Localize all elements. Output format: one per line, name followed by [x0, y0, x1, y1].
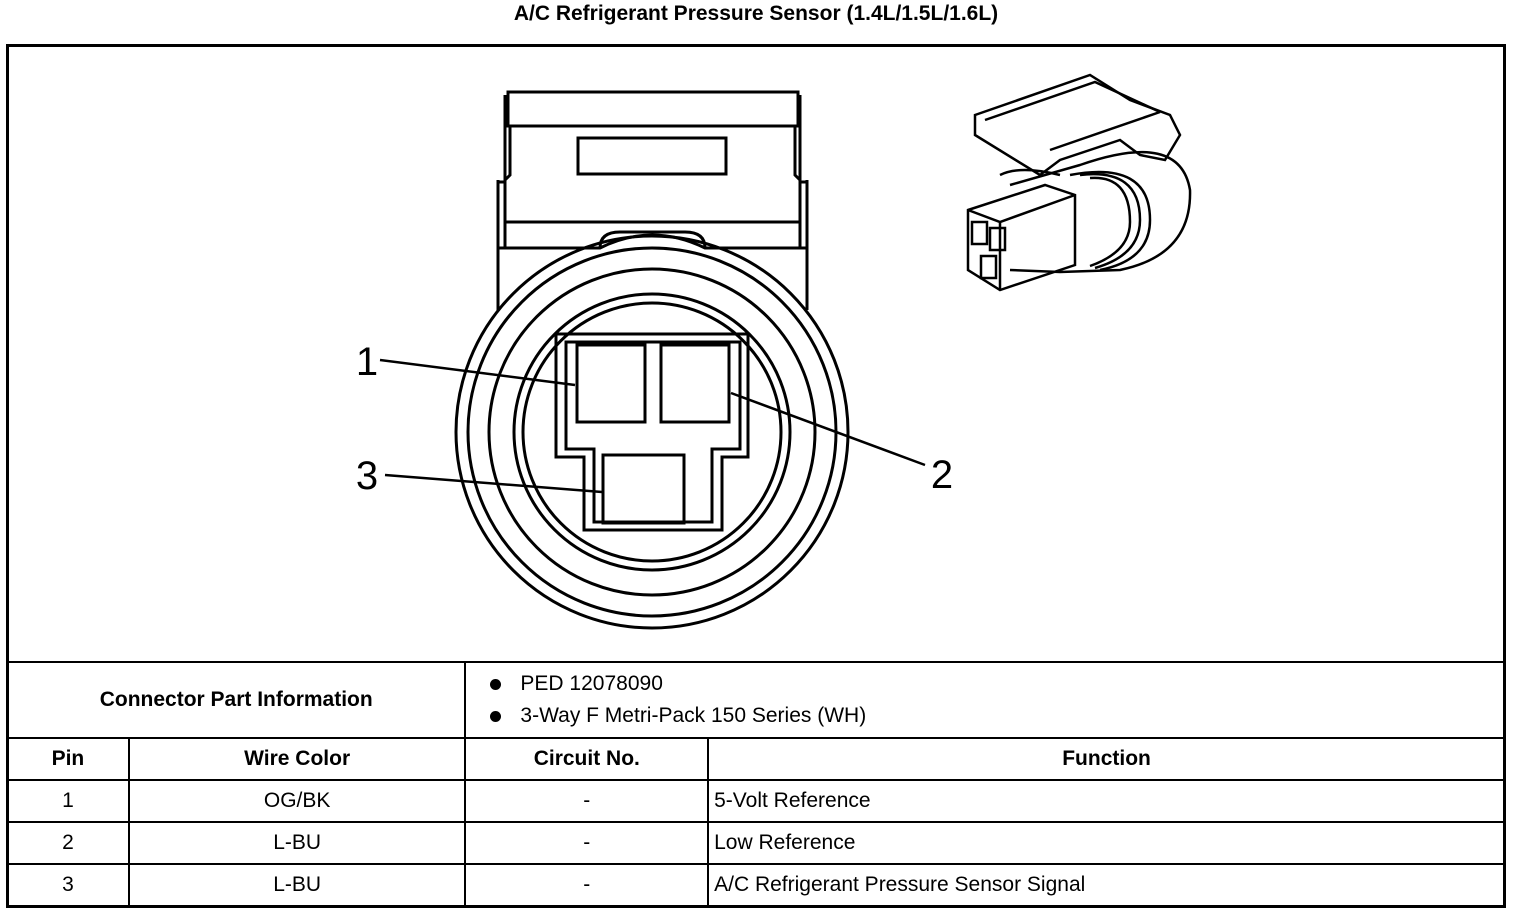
terminal-cavity-outline — [554, 332, 750, 532]
pinout-table: Connector Part Information PED 12078090 … — [5, 661, 1506, 907]
table-row: 2 L-BU - Low Reference — [6, 821, 1506, 865]
diagram-frame — [6, 44, 1506, 908]
function-cell: A/C Refrigerant Pressure Sensor Signal — [707, 863, 1506, 907]
header-pin: Pin — [6, 737, 130, 781]
latch-top — [506, 90, 800, 128]
table-header-row: Pin Wire Color Circuit No. Function — [6, 737, 1506, 781]
callout-3: 3 — [356, 454, 378, 498]
leader-line-1 — [379, 358, 576, 387]
pin-cell: 3 — [6, 863, 130, 907]
leader-line-3 — [384, 473, 603, 494]
pin-cell: 1 — [6, 779, 130, 823]
header-circuit-no: Circuit No. — [464, 737, 710, 781]
wire-color-cell: L-BU — [127, 863, 467, 907]
connector-info-list: PED 12078090 3-Way F Metri-Pack 150 Seri… — [464, 661, 1506, 739]
diagram-title: A/C Refrigerant Pressure Sensor (1.4L/1.… — [513, 2, 999, 25]
circuit-cell: - — [464, 821, 710, 865]
header-function: Function — [707, 737, 1506, 781]
terminal-1 — [575, 343, 647, 424]
terminal-2 — [659, 343, 731, 424]
latch-window — [576, 136, 728, 176]
circuit-cell: - — [464, 863, 710, 907]
terminal-3 — [601, 453, 686, 525]
function-cell: Low Reference — [707, 821, 1506, 865]
header-wire-color: Wire Color — [127, 737, 467, 781]
connector-info-item: PED 12078090 — [486, 668, 1504, 700]
connector-face-view — [454, 90, 850, 630]
function-cell: 5-Volt Reference — [707, 779, 1506, 823]
connector-info-row: Connector Part Information PED 12078090 … — [5, 661, 1506, 739]
outer-seal-ring — [454, 234, 850, 630]
connector-info-label: Connector Part Information — [5, 661, 467, 739]
pin-cell: 2 — [6, 821, 130, 865]
connector-iso-view — [966, 73, 1192, 292]
leader-line-2 — [730, 391, 926, 467]
callout-2: 2 — [931, 453, 953, 497]
table-row: 3 L-BU - A/C Refrigerant Pressure Sensor… — [6, 863, 1506, 907]
callout-1: 1 — [356, 340, 378, 384]
connector-mating-face — [966, 183, 1077, 292]
connector-info-item: 3-Way F Metri-Pack 150 Series (WH) — [486, 700, 1504, 732]
circuit-cell: - — [464, 779, 710, 823]
wire-color-cell: OG/BK — [127, 779, 467, 823]
table-row: 1 OG/BK - 5-Volt Reference — [6, 779, 1506, 823]
wire-color-cell: L-BU — [127, 821, 467, 865]
